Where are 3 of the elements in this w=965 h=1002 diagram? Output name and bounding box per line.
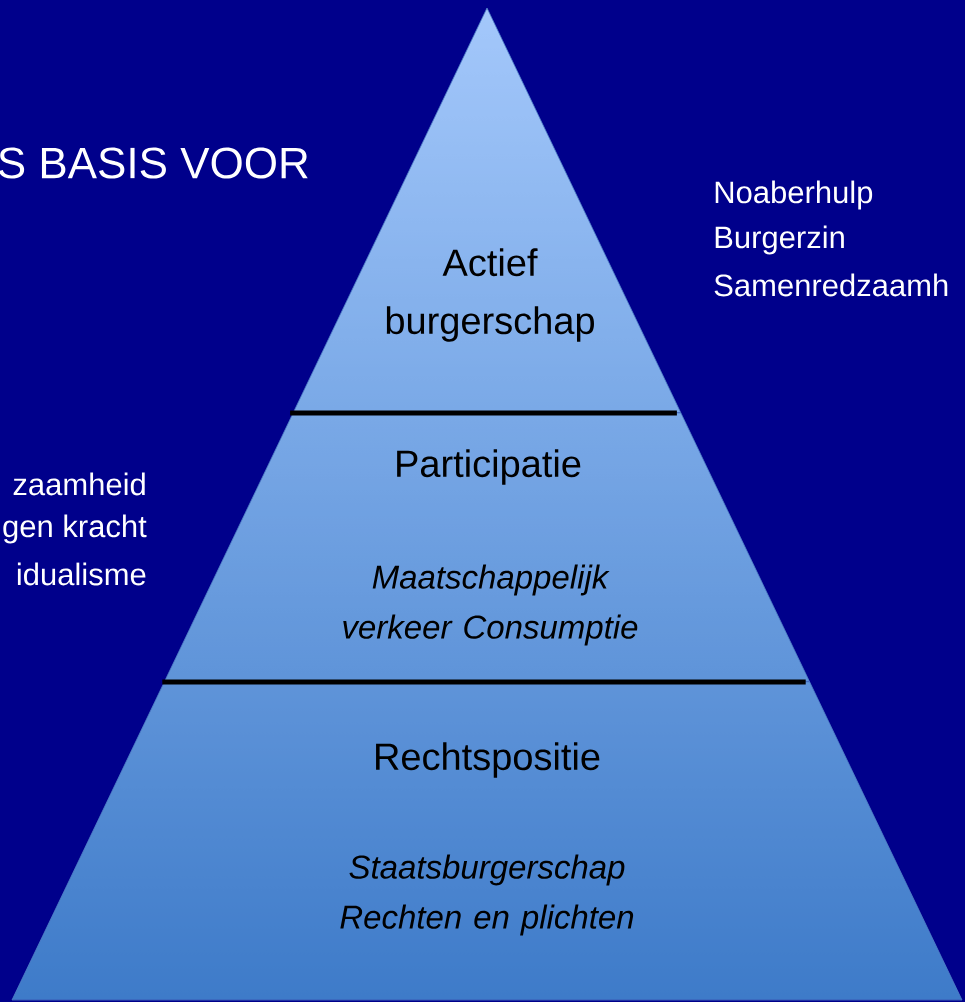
side-text: Samenredzaamh: [714, 273, 948, 297]
side-text: Noaberhulp: [715, 180, 873, 210]
side-text: Burgerzin: [715, 225, 844, 255]
